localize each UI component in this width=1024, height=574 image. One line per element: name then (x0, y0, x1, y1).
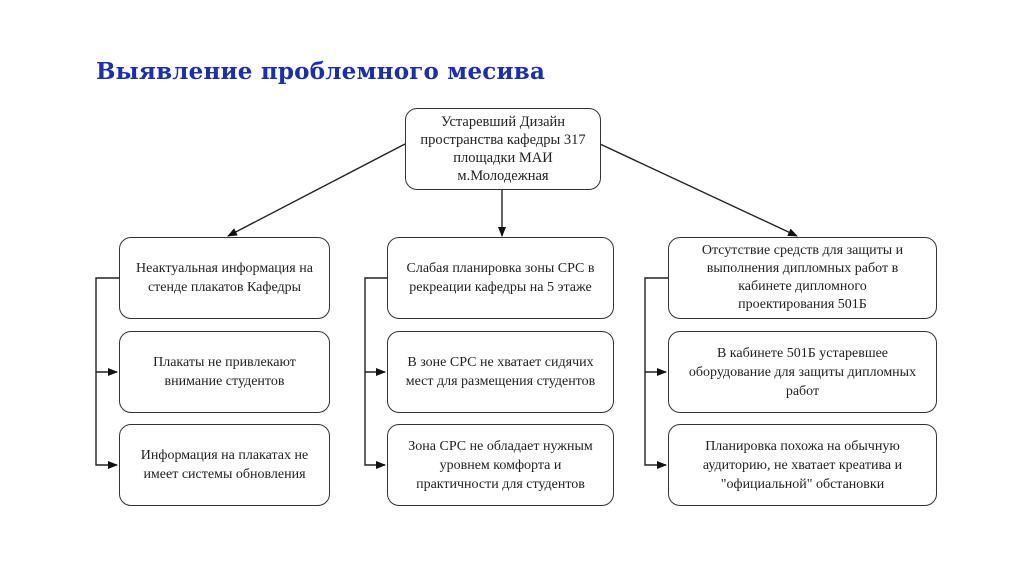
node-line: выполнения дипломных работ в (706, 261, 899, 276)
root-line: площадки МАИ (453, 150, 553, 166)
slide-title: Выявление проблемного месива (96, 58, 546, 85)
node-line: Отсутствие средств для защиты и (701, 243, 904, 258)
node-line: оборудование для защиты дипломных (688, 364, 917, 380)
root-line: Устаревший Дизайн (440, 114, 566, 130)
branch-2-child-2: Зона СРС не обладает нужным уровнем комф… (387, 424, 614, 506)
root-line: м.Молодежная (457, 168, 549, 184)
node-line: уровнем комфорта и (439, 457, 562, 473)
node-line: работ (785, 383, 820, 399)
branch-3-head: Отсутствие средств для защиты и выполнен… (668, 237, 937, 319)
node-line: В зоне СРС не хватает сидячих (407, 355, 594, 370)
connector-branch-1-child-2 (95, 372, 118, 469)
node-line: кабинете дипломного (738, 279, 867, 294)
node-line: внимание студентов (164, 374, 285, 389)
node-line: имеет системы обновления (143, 467, 306, 482)
node-line: Слабая планировка зоны СРС в (406, 261, 595, 276)
branch-1-child-2: Информация на плакатах не имеет системы … (119, 424, 330, 506)
connector-branch-2-child-1 (364, 277, 387, 376)
node-line: рекреации кафедры на 5 этаже (409, 280, 592, 295)
node-line: Информация на плакатах не (140, 448, 309, 463)
connector-branch-3-child-1 (644, 277, 668, 376)
connector-branch-2-child-2 (364, 372, 386, 469)
node-line: Неактуальная информация на (136, 261, 313, 276)
node-line: проектирования 501Б (738, 297, 867, 312)
branch-1-child-1: Плакаты не привлекают внимание студентов (119, 331, 330, 413)
branch-2-head: Слабая планировка зоны СРС в рекреации к… (387, 237, 614, 319)
connector-branch-1-child-1 (95, 277, 119, 376)
node-line: аудиторию, не хватает креатива и (702, 457, 903, 473)
branch-1-head: Неактуальная информация на стенде плакат… (119, 237, 330, 319)
node-line: Зона СРС не обладает нужным (408, 438, 593, 454)
branch-3-child-2: Планировка похожа на обычную аудиторию, … (668, 424, 937, 506)
root-line: пространства кафедры 317 (420, 132, 586, 148)
arrow-root-to-branch-3 (599, 143, 798, 237)
branch-3-child-1: В кабинете 501Б устаревшее оборудование … (668, 331, 937, 413)
node-line: мест для размещения студентов (405, 374, 596, 389)
node-line: Плакаты не привлекают (153, 355, 296, 370)
root-node: Устаревший Дизайн пространства кафедры 3… (405, 108, 601, 190)
arrow-root-to-branch-1 (227, 143, 406, 237)
node-line: стенде плакатов Кафедры (147, 280, 302, 295)
node-line: "официальной" обстановки (720, 476, 885, 492)
connector-branch-3-child-2 (644, 372, 667, 469)
node-line: Планировка похожа на обычную (705, 438, 900, 454)
node-line: В кабинете 501Б устаревшее (716, 345, 889, 361)
branch-2-child-1: В зоне СРС не хватает сидячих мест для р… (387, 331, 614, 413)
node-line: практичности для студентов (416, 476, 585, 492)
